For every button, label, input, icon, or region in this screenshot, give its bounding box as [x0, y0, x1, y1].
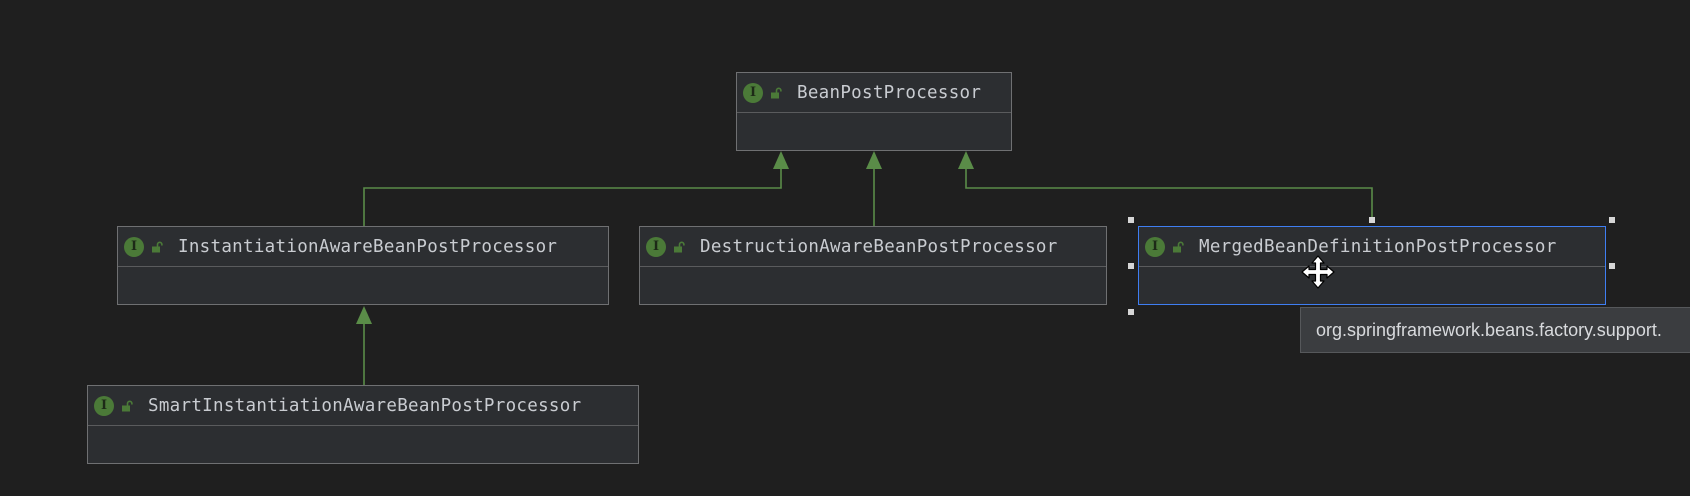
unlock-icon: [672, 240, 686, 254]
node-members: [640, 267, 1106, 304]
unlock-icon: [150, 240, 164, 254]
edge-merged-to-beanpostprocessor: [965, 162, 1373, 222]
node-header: I InstantiationAwareBeanPostProcessor: [118, 227, 608, 267]
resize-handle-right[interactable]: [1609, 263, 1615, 269]
interface-icon: I: [1145, 236, 1165, 257]
unlock-icon: [120, 399, 134, 413]
node-smart-instantiation-aware-bean-post-processor[interactable]: I SmartInstantiationAwareBeanPostProcess…: [87, 385, 639, 464]
qualified-name-tooltip: org.springframework.beans.factory.suppor…: [1300, 307, 1690, 353]
node-title: MergedBeanDefinitionPostProcessor: [1199, 236, 1557, 257]
node-bean-post-processor[interactable]: I BeanPostProcessor: [736, 72, 1012, 151]
node-title: SmartInstantiationAwareBeanPostProcessor: [148, 395, 582, 416]
resize-handle-top[interactable]: [1369, 217, 1375, 223]
resize-handle-bottom-left[interactable]: [1128, 309, 1134, 315]
node-members: [88, 426, 638, 463]
node-members: [1139, 267, 1605, 304]
arrowhead-instantiation: [773, 151, 789, 169]
node-destruction-aware-bean-post-processor[interactable]: I DestructionAwareBeanPostProcessor: [639, 226, 1107, 305]
unlock-icon: [1171, 240, 1185, 254]
node-members: [118, 267, 608, 304]
arrowhead-smart: [356, 306, 372, 324]
arrowhead-destruction: [866, 151, 882, 169]
arrowhead-merged: [958, 151, 974, 169]
unlock-icon: [769, 86, 783, 100]
resize-handle-top-left[interactable]: [1128, 217, 1134, 223]
resize-handle-top-right[interactable]: [1609, 217, 1615, 223]
interface-icon: I: [646, 236, 666, 257]
node-title: DestructionAwareBeanPostProcessor: [700, 236, 1058, 257]
node-members: [737, 113, 1011, 150]
node-title: BeanPostProcessor: [797, 82, 982, 103]
interface-icon: I: [124, 236, 144, 257]
resize-handle-left[interactable]: [1128, 263, 1134, 269]
node-header: I DestructionAwareBeanPostProcessor: [640, 227, 1106, 267]
node-header: I SmartInstantiationAwareBeanPostProcess…: [88, 386, 638, 426]
node-merged-bean-definition-post-processor[interactable]: I MergedBeanDefinitionPostProcessor: [1138, 226, 1606, 305]
node-title: InstantiationAwareBeanPostProcessor: [178, 236, 558, 257]
node-instantiation-aware-bean-post-processor[interactable]: I InstantiationAwareBeanPostProcessor: [117, 226, 609, 305]
node-header: I MergedBeanDefinitionPostProcessor: [1139, 227, 1605, 267]
interface-icon: I: [743, 82, 763, 103]
node-header: I BeanPostProcessor: [737, 73, 1011, 113]
move-cursor-icon: [1300, 254, 1336, 294]
tooltip-text: org.springframework.beans.factory.suppor…: [1316, 319, 1662, 340]
interface-icon: I: [94, 395, 114, 416]
edge-instantiation-to-beanpostprocessor: [363, 162, 782, 226]
